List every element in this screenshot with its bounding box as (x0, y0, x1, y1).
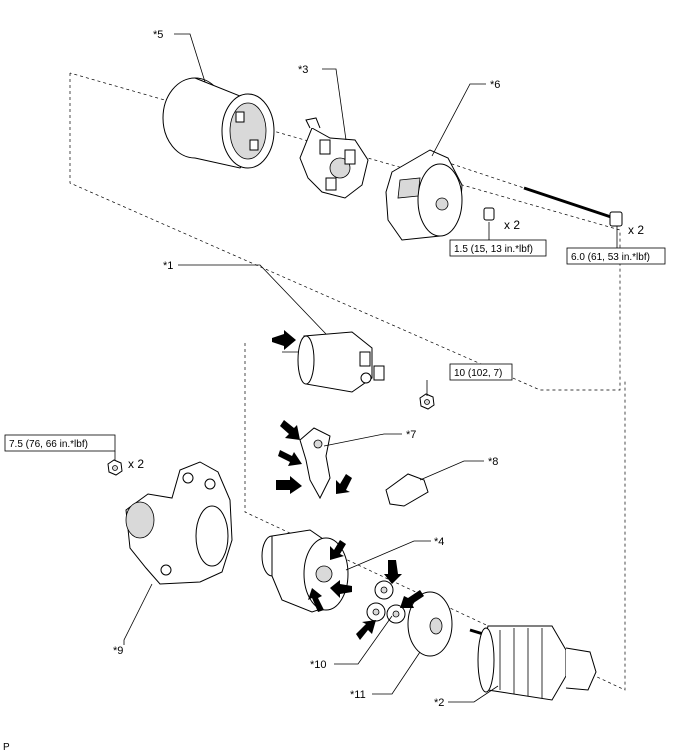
screw-torque-value: 1.5 (15, 13 in.*lbf) (454, 244, 533, 255)
planetary-gears (366, 580, 406, 624)
callout-label: *6 (490, 79, 500, 91)
callout-label: *11 (350, 689, 366, 701)
through-bolt (523, 186, 623, 227)
arrow-icon (330, 580, 352, 598)
screw-quantity: x 2 (504, 218, 520, 232)
callout-label: *4 (434, 536, 444, 548)
arrow-icon (308, 588, 324, 612)
arrow-icon (356, 620, 376, 640)
arrow-icon (276, 476, 302, 494)
terminal-nut-torque-box (449, 363, 513, 381)
mounting-nut-torque-box (4, 434, 116, 452)
arrow-icon (330, 540, 346, 560)
armature (469, 625, 597, 701)
planetary-plate (407, 591, 453, 657)
arrow-icon (400, 590, 424, 608)
callout-label: *7 (406, 429, 416, 441)
brush-holder (299, 117, 369, 199)
grease-application-arrows (272, 330, 424, 640)
lever-plate (385, 473, 429, 507)
callout-label: *8 (488, 456, 498, 468)
callout-label: *2 (434, 697, 444, 709)
through-bolt-torque-value: 6.0 (61, 53 in.*lbf) (571, 252, 650, 263)
through-bolt-torque-box (566, 247, 666, 265)
starter-clutch-assembly (261, 529, 349, 613)
screw-torque-box (449, 239, 547, 257)
callout-label: *5 (153, 29, 163, 41)
through-bolt-quantity: x 2 (628, 223, 644, 237)
drive-housing (125, 461, 233, 585)
through-bolt-axis-line (439, 159, 531, 191)
yoke-field-frame (162, 77, 275, 169)
arrow-icon (384, 560, 402, 584)
arrow-icon (272, 330, 296, 350)
callout-label: *1 (163, 260, 173, 272)
mounting-nut-torque-value: 7.5 (76, 66 in.*lbf) (9, 439, 88, 450)
callout-label: *10 (310, 659, 327, 671)
arrow-icon (278, 450, 302, 466)
leader-lines (114, 33, 618, 703)
arrow-icon (336, 474, 352, 494)
terminal-nut (419, 393, 435, 410)
magnetic-switch (282, 331, 385, 393)
drive-lever (299, 427, 331, 500)
footer-code: P (3, 742, 10, 753)
mounting-nut-quantity: x 2 (128, 457, 144, 471)
commutator-end-frame (385, 149, 463, 241)
end-frame-screw (483, 207, 495, 221)
upper-assembly-dashed-outline (69, 72, 621, 391)
arrow-icon (280, 420, 300, 440)
callout-label: *9 (113, 645, 123, 657)
terminal-nut-torque-value: 10 (102, 7) (454, 368, 502, 379)
mounting-nut (107, 459, 123, 476)
callout-label: *3 (298, 64, 308, 76)
